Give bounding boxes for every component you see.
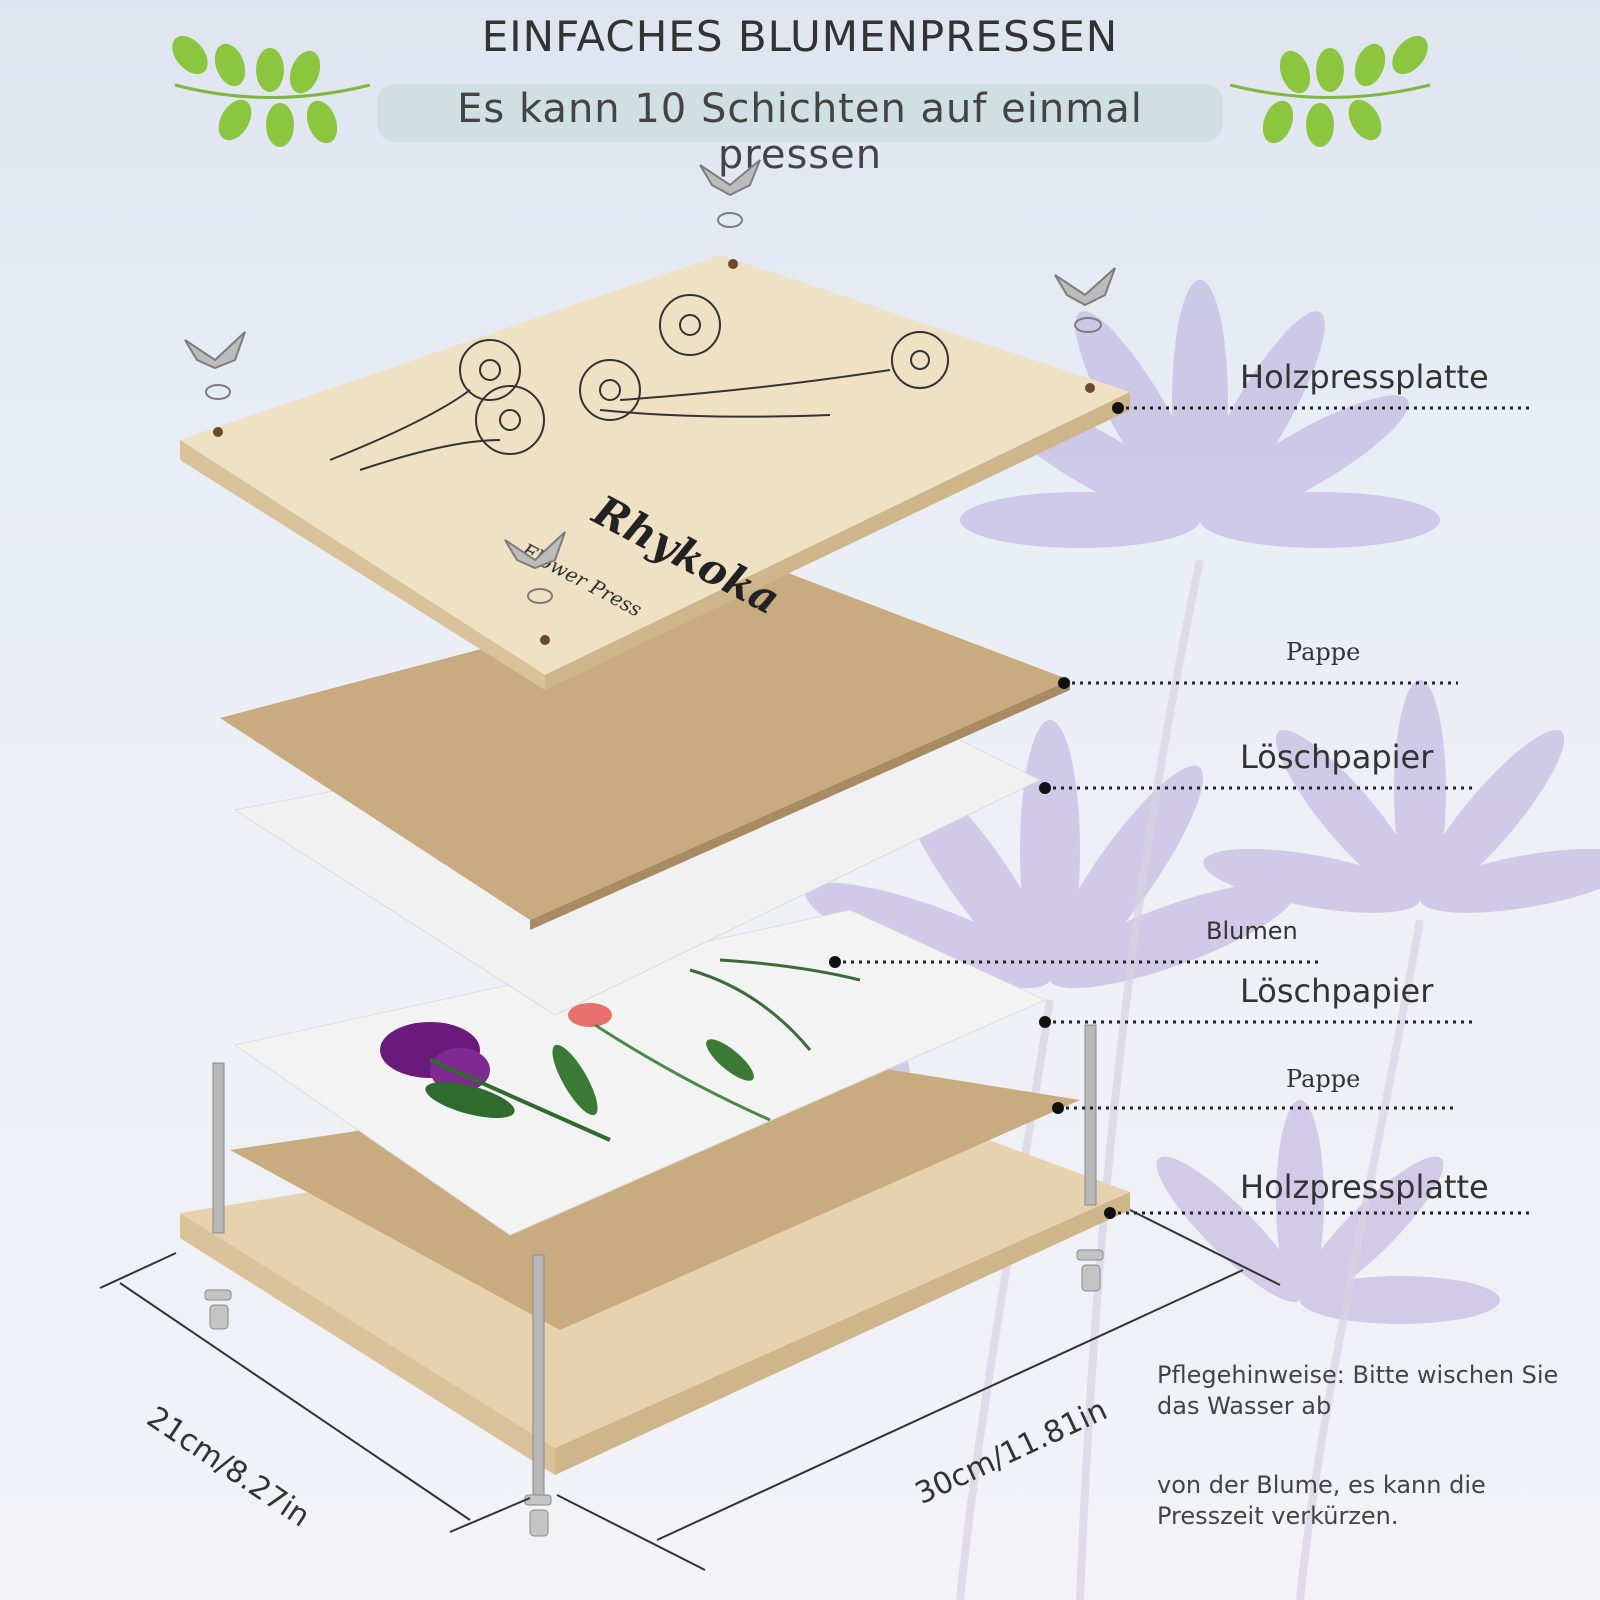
page-subtitle: Es kann 10 Schichten auf einmal pressen <box>457 86 1143 178</box>
page-title: EINFACHES BLUMENPRESSEN <box>481 12 1119 61</box>
wing-nut-icon <box>184 331 246 400</box>
label-top-cardboard: Pappe <box>1286 638 1361 666</box>
label-top-wood-plate: Holzpressplatte <box>1240 358 1489 396</box>
label-flowers: Blumen <box>1206 917 1298 945</box>
pressed-flowers <box>380 958 861 1142</box>
label-bottom-cardboard: Pappe <box>1286 1065 1361 1093</box>
wing-nuts <box>184 159 1116 604</box>
label-bottom-wood-plate: Holzpressplatte <box>1240 1168 1489 1206</box>
leaf-branch-right-icon <box>1229 35 1431 147</box>
wing-nut-icon <box>504 531 566 604</box>
top-cardboard <box>220 570 1070 920</box>
leader-dots <box>829 402 1124 1219</box>
leaf-branch-left-icon <box>172 35 371 147</box>
care-note-2: von der Blume, es kann die Presszeit ver… <box>1157 1471 1486 1530</box>
label-bottom-blotting-paper: Löschpapier <box>1240 972 1434 1010</box>
background-flower-5 <box>1156 1100 1500 1324</box>
engraved-daisy-icon <box>329 294 949 471</box>
top-wood-plate: Rhykoka Flower Press <box>180 255 1130 690</box>
background-flower-3 <box>1203 680 1600 913</box>
label-top-blotting-paper: Löschpapier <box>1240 738 1434 776</box>
care-note-1: Pflegehinweise: Bitte wischen Sie das Wa… <box>1157 1361 1559 1420</box>
leader-lines <box>835 406 1530 1215</box>
wing-nut-icon <box>699 159 761 228</box>
dimension-lines <box>99 1209 1281 1571</box>
subtitle-pill <box>377 84 1223 142</box>
feet <box>204 1249 1104 1537</box>
background-flower-2 <box>805 720 1295 989</box>
wing-nut-icon <box>1054 267 1116 333</box>
leaf-branches <box>172 35 1431 147</box>
